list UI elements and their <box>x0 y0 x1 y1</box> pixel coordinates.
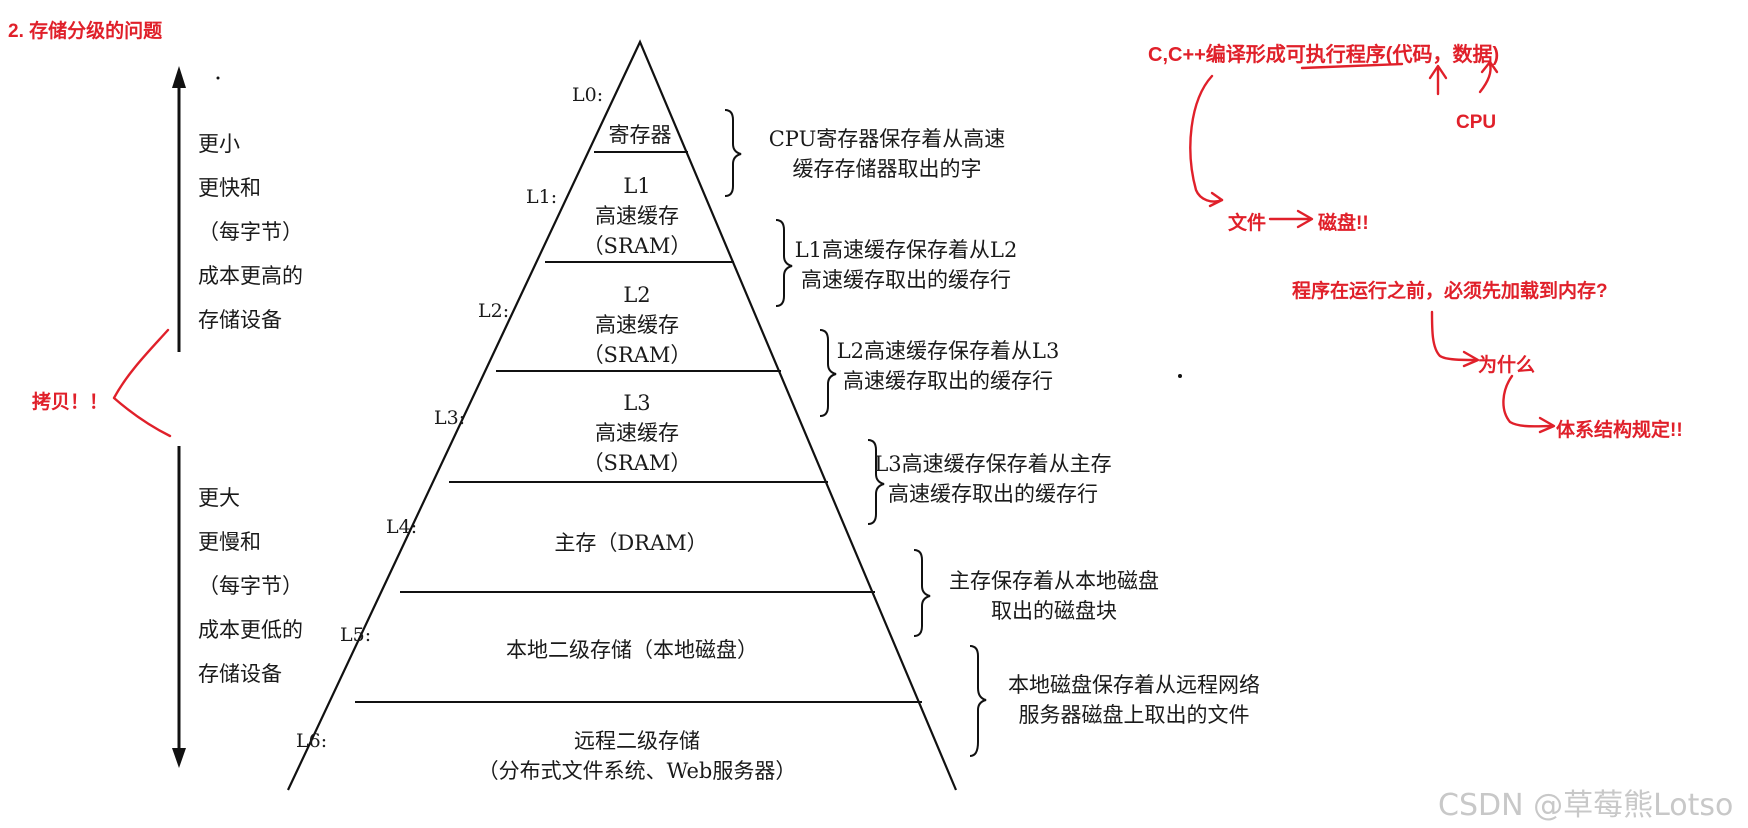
annotation-question: 程序在运行之前，必须先加载到内存? <box>1292 281 1608 302</box>
level-label-l5: L5: <box>340 624 372 646</box>
caption-line: 成本更高的 <box>198 264 303 288</box>
level-label-l0: L0: <box>572 84 604 106</box>
level-label-l4: L4: <box>386 516 418 538</box>
stray-dot <box>216 76 220 80</box>
pyramid-outline <box>287 39 958 791</box>
tier-l6: 远程二级存储 （分布式文件系统、Web服务器） <box>478 726 797 786</box>
tier-l0-line: 寄存器 <box>608 123 672 147</box>
tier-l0: 寄存器 <box>609 120 672 150</box>
desc-l3: L3高速缓存保存着从主存 高速缓存取出的缓存行 <box>874 449 1111 509</box>
left-top-caption: 更小 更快和 （每字节） 成本更高的 存储设备 <box>198 122 303 342</box>
tier-l1: L1 高速缓存 （SRAM） <box>583 171 692 261</box>
annotation-copy: 拷贝！！ <box>32 392 109 413</box>
tier-l2-line: L2 <box>623 283 651 307</box>
tier-l3-line: 高速缓存 <box>595 421 679 445</box>
desc-line: L3高速缓存保存着从主存 <box>874 452 1112 476</box>
tier-l4-line: 主存（DRAM） <box>554 531 708 555</box>
tier-l6-line: （分布式文件系统、Web服务器） <box>477 759 797 783</box>
down-arrow-head <box>172 748 186 768</box>
caption-line: （每字节） <box>198 220 303 244</box>
caption-line: 存储设备 <box>198 308 282 332</box>
desc-line: 取出的磁盘块 <box>991 599 1117 623</box>
desc-line: 本地磁盘保存着从远程网络 <box>1008 673 1260 697</box>
annotation-file: 文件 <box>1228 213 1267 234</box>
desc-l1: L1高速缓存保存着从L2 高速缓存取出的缓存行 <box>795 235 1018 295</box>
tier-l1-line: 高速缓存 <box>595 204 679 228</box>
annotation-compile: C,C++编译形成可执行程序(代码，数据) <box>1148 44 1500 66</box>
tier-l2: L2 高速缓存 （SRAM） <box>583 280 692 370</box>
description-braces <box>724 109 987 757</box>
tier-l4: 主存（DRAM） <box>554 528 707 558</box>
tier-l3: L3 高速缓存 （SRAM） <box>583 388 692 478</box>
annotation-cpu: CPU <box>1456 112 1497 133</box>
desc-l0: CPU寄存器保存着从高速 缓存存储器取出的字 <box>769 124 1006 184</box>
level-label-l6: L6: <box>296 730 328 752</box>
caption-line: 成本更低的 <box>198 618 303 642</box>
desc-line: L2高速缓存保存着从L3 <box>836 339 1060 363</box>
level-label-l2: L2: <box>478 300 510 322</box>
tier-l1-line: （SRAM） <box>582 234 692 258</box>
up-arrow-head <box>172 66 186 88</box>
desc-line: 缓存存储器取出的字 <box>792 157 982 181</box>
annotation-arch: 体系结构规定!! <box>1556 420 1683 441</box>
desc-l5: 本地磁盘保存着从远程网络 服务器磁盘上取出的文件 <box>1008 670 1260 730</box>
desc-line: CPU寄存器保存着从高速 <box>768 127 1006 151</box>
caption-line: 更小 <box>198 132 240 156</box>
desc-line: 高速缓存取出的缓存行 <box>888 482 1098 506</box>
tier-l6-line: 远程二级存储 <box>574 729 700 753</box>
stray-dot <box>1178 374 1182 378</box>
desc-line: 主存保存着从本地磁盘 <box>949 569 1159 593</box>
tier-l2-line: 高速缓存 <box>595 313 679 337</box>
tier-l5-line: 本地二级存储（本地磁盘） <box>506 638 758 662</box>
watermark: CSDN @草莓熊Lotso <box>1438 788 1734 823</box>
level-label-l1: L1: <box>526 186 558 208</box>
annotation-disk: 磁盘!! <box>1318 213 1369 234</box>
annotation-why: 为什么 <box>1478 355 1536 376</box>
caption-line: 更大 <box>198 486 240 510</box>
desc-line: 高速缓存取出的缓存行 <box>843 369 1053 393</box>
caption-line: 存储设备 <box>198 662 282 686</box>
section-title: 2. 存储分级的问题 <box>8 21 163 42</box>
desc-l2: L2高速缓存保存着从L3 高速缓存取出的缓存行 <box>837 336 1060 396</box>
left-bottom-caption: 更大 更慢和 （每字节） 成本更低的 存储设备 <box>198 476 303 696</box>
desc-line: L1高速缓存保存着从L2 <box>794 238 1018 262</box>
tier-l1-line: L1 <box>623 174 651 198</box>
caption-line: 更快和 <box>198 176 261 200</box>
caption-line: 更慢和 <box>198 530 261 554</box>
tier-l2-line: （SRAM） <box>582 343 692 367</box>
caption-line: （每字节） <box>198 574 303 598</box>
desc-line: 高速缓存取出的缓存行 <box>801 268 1011 292</box>
level-label-l3: L3: <box>434 407 466 429</box>
tier-l3-line: （SRAM） <box>582 451 692 475</box>
desc-l4: 主存保存着从本地磁盘 取出的磁盘块 <box>949 566 1159 626</box>
tier-l3-line: L3 <box>623 391 651 415</box>
red-annotation-strokes <box>112 60 1556 438</box>
tier-l5: 本地二级存储（本地磁盘） <box>506 635 758 665</box>
desc-line: 服务器磁盘上取出的文件 <box>1018 703 1250 727</box>
